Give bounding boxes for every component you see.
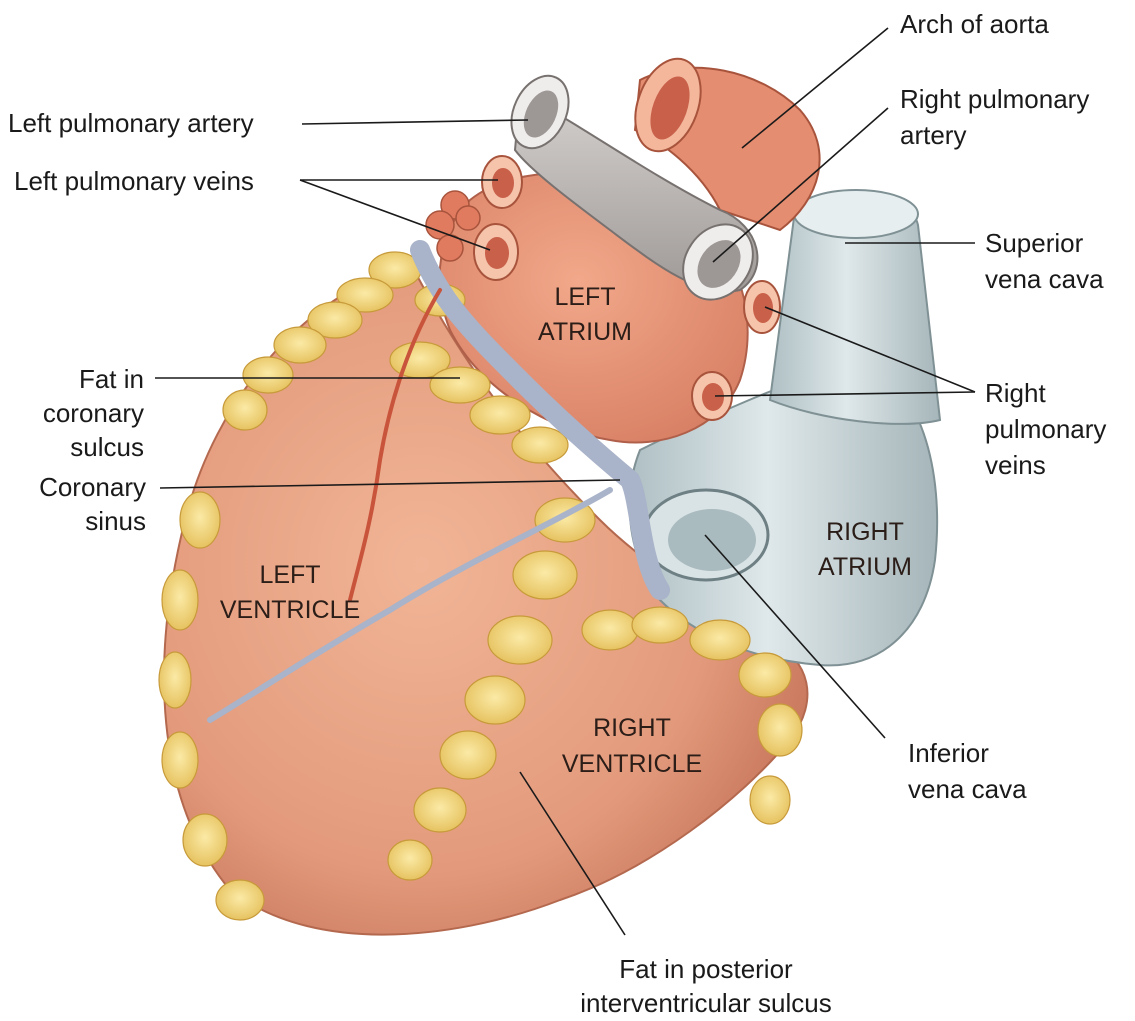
region-left-atrium-1: LEFT <box>554 283 615 311</box>
label-arch-of-aorta: Arch of aorta <box>900 9 1049 39</box>
label-right-pulmonary-veins-3: veins <box>985 450 1046 480</box>
label-right-pulmonary-artery-1: Right pulmonary <box>900 84 1089 114</box>
region-left-ventricle-2: VENTRICLE <box>220 596 360 624</box>
label-left-pulmonary-artery: Left pulmonary artery <box>8 108 254 138</box>
label-superior-vena-cava-1: Superior <box>985 228 1084 258</box>
label-fat-posterior-sulcus-1: Fat in posterior <box>619 954 793 984</box>
label-coronary-sinus-2: sinus <box>85 506 146 536</box>
region-right-atrium-2: ATRIUM <box>818 553 912 581</box>
superior-vena-cava-opening <box>794 190 918 238</box>
inferior-vena-cava-lumen <box>668 509 756 571</box>
region-left-atrium-2: ATRIUM <box>538 318 632 346</box>
label-right-pulmonary-artery-2: artery <box>900 120 966 150</box>
label-inferior-vena-cava-2: vena cava <box>908 774 1027 804</box>
label-fat-coronary-sulcus-1: Fat in <box>79 364 144 394</box>
label-fat-posterior-sulcus-2: interventricular sulcus <box>580 988 831 1018</box>
region-right-ventricle-1: RIGHT <box>593 714 671 742</box>
label-superior-vena-cava-2: vena cava <box>985 264 1104 294</box>
label-right-pulmonary-veins-2: pulmonary <box>985 414 1106 444</box>
label-left-pulmonary-veins: Left pulmonary veins <box>14 166 254 196</box>
label-inferior-vena-cava-1: Inferior <box>908 738 989 768</box>
label-coronary-sinus-1: Coronary <box>39 472 146 502</box>
region-left-ventricle-1: LEFT <box>259 561 320 589</box>
label-fat-coronary-sulcus-2: coronary <box>43 398 144 428</box>
region-right-atrium-1: RIGHT <box>826 518 904 546</box>
region-right-ventricle-2: VENTRICLE <box>562 750 702 778</box>
label-fat-coronary-sulcus-3: sulcus <box>70 432 144 462</box>
label-right-pulmonary-veins-1: Right <box>985 378 1046 408</box>
